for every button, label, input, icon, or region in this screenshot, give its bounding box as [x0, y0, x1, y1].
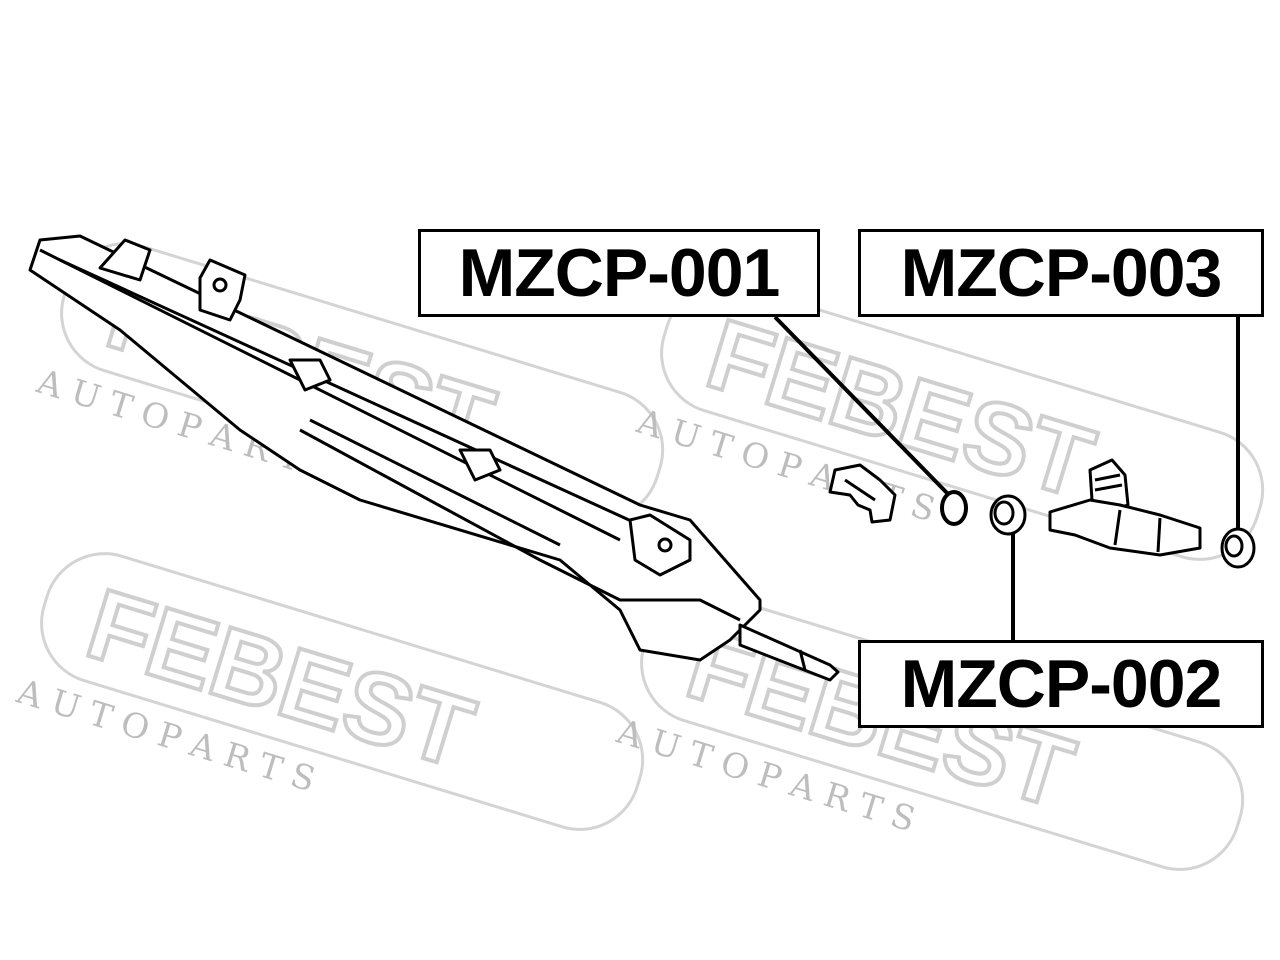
callout-label-part-2: MZCP-002 — [858, 640, 1264, 728]
seal-part-2 — [989, 494, 1027, 536]
callout-label-part-1: MZCP-001 — [418, 229, 820, 317]
watermark-frame — [40, 552, 645, 831]
fuel-rail — [28, 234, 840, 682]
callout-label-part-3: MZCP-003 — [858, 229, 1264, 317]
retaining-clip — [828, 463, 897, 524]
leader-line-part-1 — [773, 315, 950, 496]
watermark-frame — [660, 282, 1265, 561]
fuel-injector — [1048, 458, 1202, 557]
seal-part-3 — [1220, 527, 1256, 569]
leader-lines — [773, 315, 1240, 640]
o-ring-part-1 — [940, 490, 968, 526]
